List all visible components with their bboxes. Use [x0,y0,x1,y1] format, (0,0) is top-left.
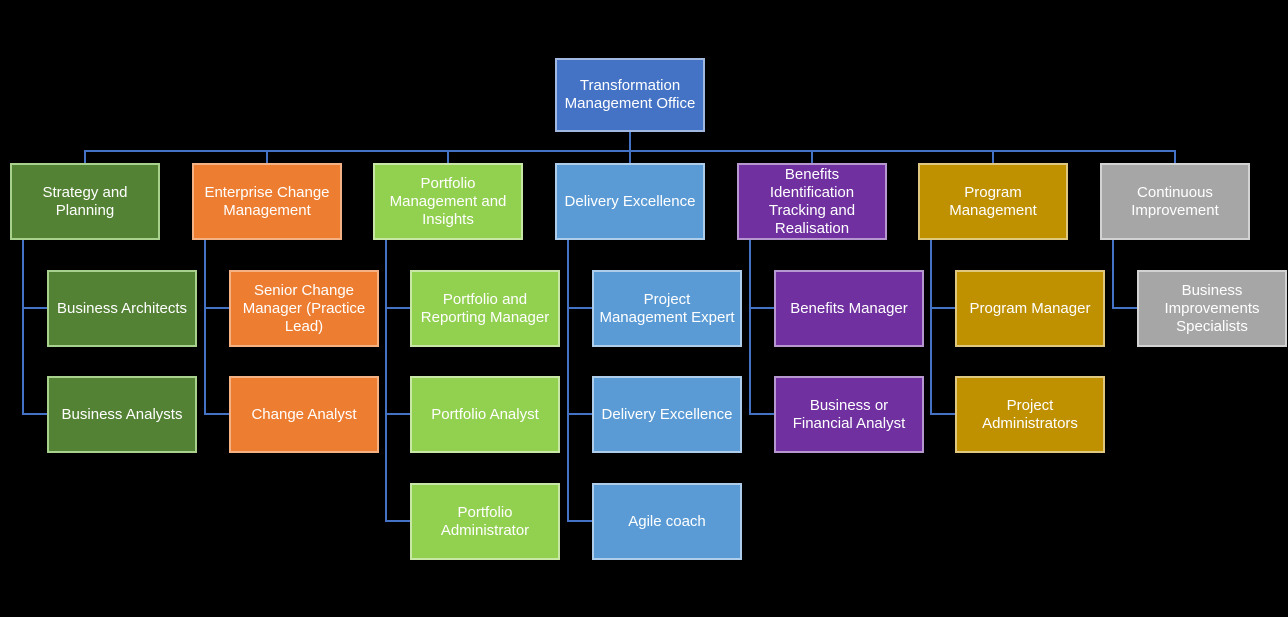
org-node-enterprise-change-management: Enterprise Change Management [192,163,342,240]
org-node-benefits-identification-tracking-and-realisation: Benefits Identification Tracking and Rea… [737,163,887,240]
connector-drop-3 [447,150,449,163]
org-node-label: Strategy and Planning [42,183,128,219]
org-node-business-improvements-specialists: Business Improvements Specialists [1137,270,1287,347]
connector-g4-vertical [567,240,569,522]
org-node-label: Continuous Improvement [1131,183,1219,219]
connector-g6-vertical [930,240,932,415]
org-node-label: Business Analysts [61,405,183,423]
connector-g4-stub-1 [568,307,592,309]
connector-g1-stub-2 [23,413,47,415]
connector-g3-stub-2 [386,413,410,415]
connector-g6-stub-2 [931,413,955,415]
connector-g3-vertical [385,240,387,522]
org-node-label: Project Management Expert [599,290,735,326]
org-node-label: Program Management [949,183,1037,219]
org-node-business-analysts: Business Analysts [47,376,197,453]
org-node-label: Business or Financial Analyst [792,396,906,432]
connector-g6-stub-1 [931,307,955,309]
connector-g4-stub-3 [568,520,592,522]
connector-g2-stub-2 [205,413,229,415]
org-node-delivery-excellence: Delivery Excellence [555,163,705,240]
org-node-project-administrators: Project Administrators [955,376,1105,453]
org-node-continuous-improvement: Continuous Improvement [1100,163,1250,240]
org-node-label: Portfolio Analyst [431,405,539,423]
connector-g5-stub-2 [750,413,774,415]
org-node-delivery-excellence-member: Delivery Excellence [592,376,742,453]
org-node-label: Change Analyst [251,405,357,423]
org-node-business-or-financial-analyst: Business or Financial Analyst [774,376,924,453]
org-node-label: Senior Change Manager (Practice Lead) [242,281,366,335]
connector-drop-7 [1174,150,1176,163]
connector-g4-stub-2 [568,413,592,415]
org-node-label: Portfolio Administrator [440,503,530,539]
org-node-portfolio-and-reporting-manager: Portfolio and Reporting Manager [410,270,560,347]
connector-root-stem [629,132,631,150]
org-node-portfolio-administrator: Portfolio Administrator [410,483,560,560]
connector-g1-stub-1 [23,307,47,309]
connector-g1-vertical [22,240,24,415]
org-node-label: Enterprise Change Management [204,183,330,219]
org-node-label: Portfolio and Reporting Manager [420,290,550,326]
connector-drop-4 [629,150,631,163]
org-node-program-management: Program Management [918,163,1068,240]
connector-g5-stub-1 [750,307,774,309]
org-node-label: Agile coach [628,512,706,530]
connector-g5-vertical [749,240,751,415]
org-node-benefits-manager: Benefits Manager [774,270,924,347]
connector-g7-vertical [1112,240,1114,309]
org-node-project-management-expert: Project Management Expert [592,270,742,347]
org-node-transformation-management-office: Transformation Management Office [555,58,705,132]
org-node-label: Business Improvements Specialists [1164,281,1260,335]
org-node-strategy-and-planning: Strategy and Planning [10,163,160,240]
org-node-senior-change-manager: Senior Change Manager (Practice Lead) [229,270,379,347]
connector-g2-stub-1 [205,307,229,309]
org-node-label: Benefits Manager [790,299,908,317]
org-node-portfolio-analyst: Portfolio Analyst [410,376,560,453]
org-node-label: Transformation Management Office [564,77,696,112]
org-node-label: Delivery Excellence [564,192,696,210]
org-node-program-manager: Program Manager [955,270,1105,347]
org-node-label: Benefits Identification Tracking and Rea… [768,165,856,237]
org-node-label: Portfolio Management and Insights [389,174,507,228]
connector-g2-vertical [204,240,206,415]
connector-g3-stub-3 [386,520,410,522]
connector-drop-1 [84,150,86,163]
org-node-label: Project Administrators [982,396,1078,432]
connector-g7-stub-1 [1113,307,1137,309]
org-node-portfolio-management-and-insights: Portfolio Management and Insights [373,163,523,240]
connector-drop-2 [266,150,268,163]
org-node-label: Delivery Excellence [601,405,733,423]
org-node-agile-coach: Agile coach [592,483,742,560]
org-node-change-analyst: Change Analyst [229,376,379,453]
org-node-business-architects: Business Architects [47,270,197,347]
connector-drop-6 [992,150,994,163]
connector-g3-stub-1 [386,307,410,309]
connector-drop-5 [811,150,813,163]
org-node-label: Program Manager [969,299,1091,317]
org-node-label: Business Architects [56,299,188,317]
